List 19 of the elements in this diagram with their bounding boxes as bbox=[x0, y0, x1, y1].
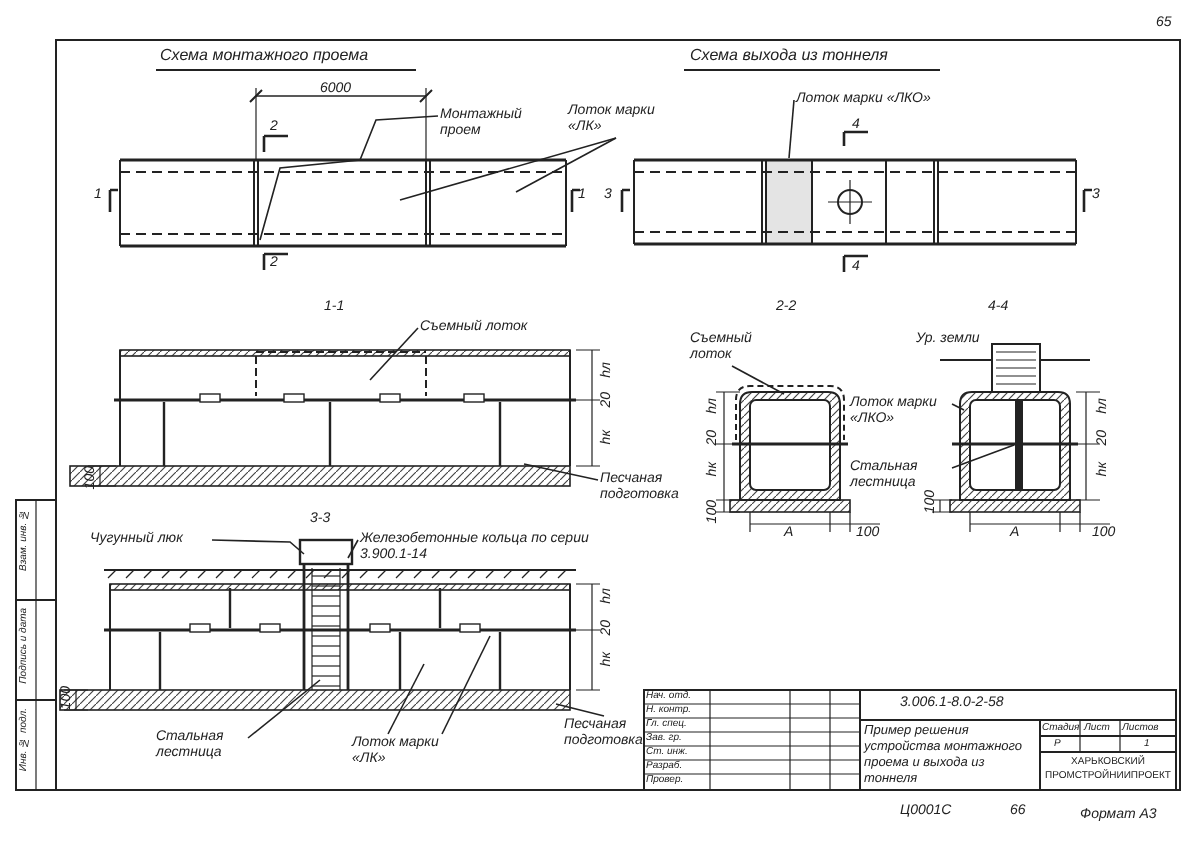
leader-line bbox=[951, 444, 1015, 469]
ladder-rail bbox=[1015, 399, 1023, 491]
leader-line bbox=[247, 679, 321, 739]
leader-line bbox=[523, 463, 599, 481]
leader-line bbox=[441, 635, 491, 735]
view-title: Схема выхода из тоннеля bbox=[690, 48, 888, 64]
leader-line bbox=[555, 703, 605, 717]
leader-line bbox=[347, 539, 359, 559]
leader-line bbox=[515, 137, 617, 193]
leader-line bbox=[731, 365, 785, 395]
leader-line bbox=[387, 663, 425, 735]
leader-line bbox=[259, 115, 439, 241]
leader-line bbox=[399, 137, 617, 201]
view-title: Схема монтажного проема bbox=[160, 48, 369, 64]
leader-line bbox=[951, 403, 965, 411]
leader-line bbox=[369, 327, 419, 381]
tray-panel bbox=[765, 159, 813, 245]
leader-line bbox=[211, 539, 305, 555]
leader-line bbox=[788, 99, 795, 159]
